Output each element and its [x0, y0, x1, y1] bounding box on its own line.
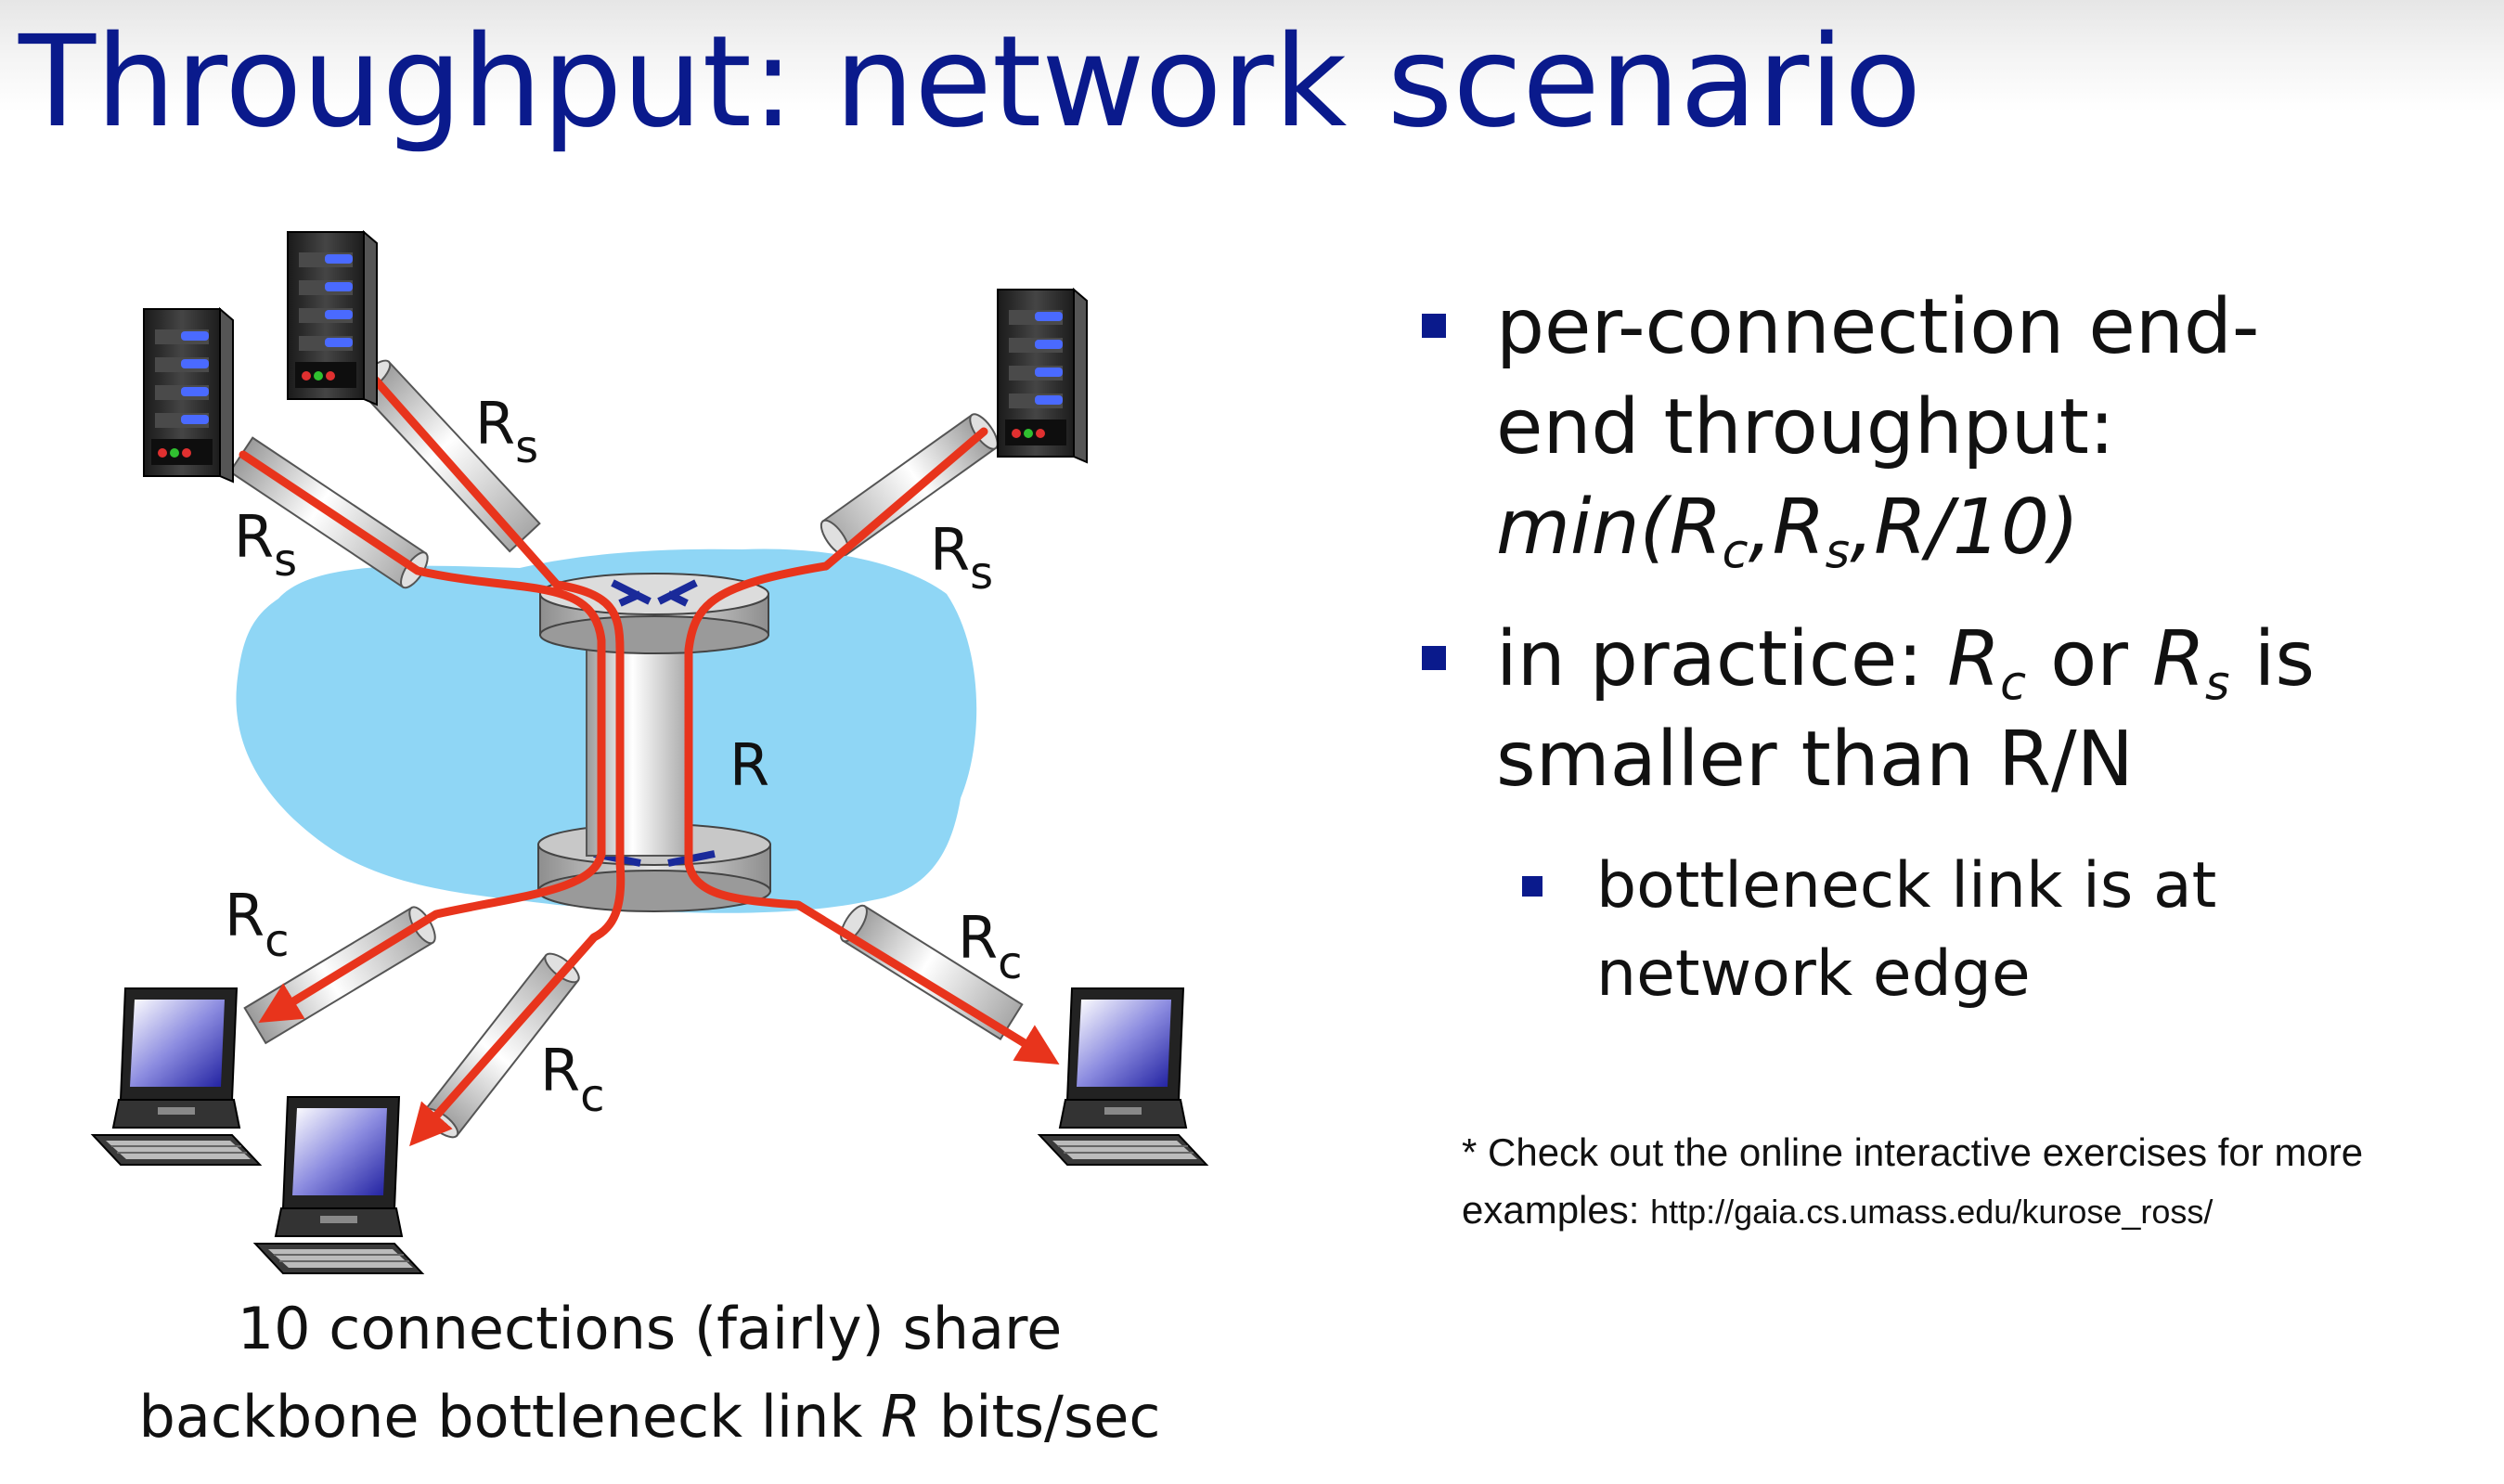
footnote-url-link[interactable]: http://gaia.cs.umass.edu/kurose_ross/: [1650, 1193, 2214, 1231]
bullet-2-line-1: in practice: Rc or Rs is: [1496, 615, 2316, 711]
server-right: [997, 289, 1088, 463]
bullet-marker-2: [1422, 646, 1446, 670]
label-rs-top: Rs: [475, 390, 538, 473]
flow-line-3: [684, 427, 1060, 1065]
bullet-2-line-2: smaller than R/N: [1496, 716, 2134, 804]
label-rs-left: Rs: [234, 503, 297, 587]
server-top: [287, 231, 378, 406]
client-computer-right: [1039, 987, 1207, 1166]
link-pipe-server-right: [820, 413, 999, 557]
footnote-line-1: * Check out the online interactive exerc…: [1462, 1130, 2364, 1174]
bullet-1-line-2: end throughput:: [1496, 383, 2115, 471]
bullet-marker-1: [1422, 314, 1446, 338]
footnote-line-2: examples: http://gaia.cs.umass.edu/kuros…: [1462, 1188, 2214, 1232]
label-rc-middle: Rc: [540, 1037, 604, 1122]
label-r-backbone: R: [729, 731, 769, 799]
label-rc-left: Rc: [225, 882, 289, 967]
label-rc-right: Rc: [958, 904, 1022, 989]
label-rs-right: Rs: [930, 516, 993, 600]
client-computer-middle: [254, 1096, 423, 1274]
sub-bullet-line-2: network edge: [1596, 937, 2031, 1011]
flow-lines: [239, 376, 1060, 1147]
diagram-caption-line-2: backbone bottleneck link R bits/sec: [138, 1383, 1161, 1451]
sub-bullet-marker: [1522, 876, 1542, 897]
bullet-1-formula: min(Rc,Rs,R/10): [1496, 484, 2080, 579]
diagram-caption-line-1: 10 connections (fairly) share: [237, 1295, 1063, 1362]
flow-line-1: [239, 450, 606, 1024]
slide-title: Throughput: network scenario: [19, 9, 1922, 156]
bullet-1-line-1: per-connection end-: [1496, 283, 2260, 371]
flow-line-2: [371, 376, 626, 1147]
server-left: [143, 308, 234, 483]
sub-bullet-line-1: bottleneck link is at: [1596, 849, 2217, 923]
client-computer-left: [92, 987, 261, 1166]
